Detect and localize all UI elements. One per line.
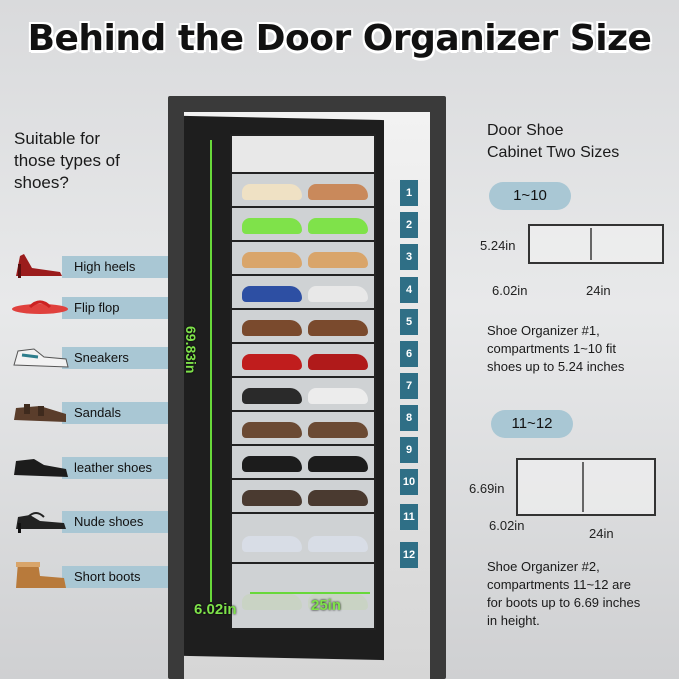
boot-icon xyxy=(16,562,66,588)
organizer-top-pocket xyxy=(232,136,374,174)
size2-description: Shoe Organizer #2, compartments 11~12 ar… xyxy=(487,558,677,630)
size1-description: Shoe Organizer #1, compartments 1~10 fit… xyxy=(487,322,677,376)
shoe-organizer xyxy=(230,134,376,630)
cabinet-title-line-2: Cabinet Two Sizes xyxy=(487,144,620,161)
organizer-shelf xyxy=(232,344,374,378)
size2-desc-line: in height. xyxy=(487,613,540,628)
organizer-shelf xyxy=(232,208,374,242)
shoe-type-flip-flop: Flip flop xyxy=(8,291,170,321)
suitable-line-3: shoes? xyxy=(14,173,69,192)
sneaker-icon xyxy=(13,348,69,368)
organizer-shelf xyxy=(232,412,374,446)
size2-box xyxy=(516,458,656,516)
size1-desc-line: compartments 1~10 fit xyxy=(487,341,616,356)
size1-desc-line: Shoe Organizer #1, xyxy=(487,323,600,338)
shoe-type-sandals: Sandals xyxy=(8,396,170,426)
suitable-heading: Suitable for those types of shoes? xyxy=(14,128,164,194)
organizer-shelf xyxy=(232,276,374,310)
size1-width-label: 24in xyxy=(586,283,611,298)
size1-height-label: 5.24in xyxy=(480,238,516,253)
height-dimension-line xyxy=(210,140,212,602)
size2-depth-label: 6.02in xyxy=(489,518,525,533)
shoe-type-short-boots: Short boots xyxy=(8,560,170,590)
compartment-number: 10 xyxy=(400,469,418,495)
shoe-type-nude-shoes: Nude shoes xyxy=(8,505,170,535)
organizer-shelf xyxy=(232,310,374,344)
cabinet-title: Door Shoe Cabinet Two Sizes xyxy=(487,120,667,164)
size2-desc-line: for boots up to 6.69 inches xyxy=(487,595,641,610)
shoe-type-leather-shoes: leather shoes xyxy=(8,451,170,481)
organizer-shelf xyxy=(232,378,374,412)
compartment-number: 12 xyxy=(400,542,418,568)
depth-dimension-label: 6.02in xyxy=(194,601,237,618)
organizer-shelf xyxy=(232,242,374,276)
compartment-number: 2 xyxy=(400,212,418,238)
compartment-number: 11 xyxy=(400,504,418,530)
shoe-type-label: High heels xyxy=(62,256,170,278)
compartment-number: 6 xyxy=(400,341,418,367)
size1-desc-line: shoes up to 5.24 inches xyxy=(487,359,625,374)
size2-desc-line: Shoe Organizer #2, xyxy=(487,559,600,574)
organizer-shelf xyxy=(232,174,374,208)
width-dimension-line xyxy=(250,592,370,594)
cabinet-title-line-1: Door Shoe xyxy=(487,122,564,139)
size2-height-label: 6.69in xyxy=(469,481,505,496)
shoe-type-label: Short boots xyxy=(62,566,170,588)
suitable-line-2: those types of xyxy=(14,151,120,170)
shoe-type-label: Sneakers xyxy=(62,347,170,369)
leather-shoe-icon xyxy=(14,459,68,477)
size2-desc-line: compartments 11~12 are xyxy=(487,577,631,592)
shoe-type-label: Nude shoes xyxy=(62,511,170,533)
compartment-number: 9 xyxy=(400,437,418,463)
flip-flop-icon xyxy=(12,300,68,314)
sandal-icon xyxy=(14,404,66,422)
suitable-line-1: Suitable for xyxy=(14,129,100,148)
size1-depth-label: 6.02in xyxy=(492,283,528,298)
width-dimension-label: 25in xyxy=(311,597,342,614)
high-heel-icon xyxy=(16,254,62,278)
shoe-type-label: leather shoes xyxy=(62,457,170,479)
organizer-shelf xyxy=(232,514,374,564)
compartment-number: 4 xyxy=(400,277,418,303)
size2-range-badge: 11~12 xyxy=(491,410,573,438)
organizer-shelf xyxy=(232,446,374,480)
shoe-type-label: Sandals xyxy=(62,402,170,424)
compartment-number: 7 xyxy=(400,373,418,399)
organizer-shelf xyxy=(232,480,374,514)
shoe-type-label: Flip flop xyxy=(62,297,170,319)
nude-shoe-icon xyxy=(16,512,66,533)
compartment-number: 5 xyxy=(400,309,418,335)
organizer-shelf xyxy=(232,564,374,628)
height-dimension-label: 69.83in xyxy=(183,326,199,374)
shoe-type-sneakers: Sneakers xyxy=(8,341,170,371)
compartment-number: 8 xyxy=(400,405,418,431)
compartment-number: 1 xyxy=(400,180,418,206)
compartment-number: 3 xyxy=(400,244,418,270)
size1-range-badge: 1~10 xyxy=(489,182,571,210)
shoe-type-high-heels: High heels xyxy=(8,250,170,280)
size2-width-label: 24in xyxy=(589,526,614,541)
size1-box xyxy=(528,224,664,264)
page-title: Behind the Door Organizer Size xyxy=(27,18,652,59)
